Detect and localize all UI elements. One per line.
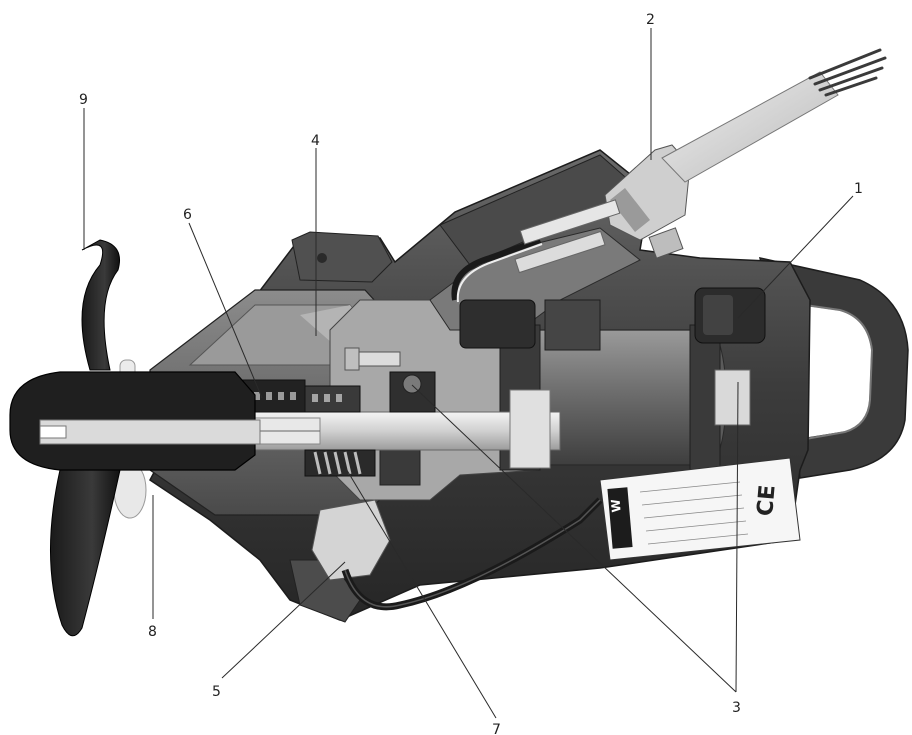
bearing-front — [389, 371, 436, 413]
ce-mark: CE — [753, 484, 781, 517]
callout-9: 9 — [79, 92, 88, 108]
spring-seal-lower — [304, 449, 376, 477]
callout-1: 1 — [854, 181, 863, 197]
brand-logo-text: W — [608, 499, 623, 513]
cable-inlet — [514, 48, 887, 274]
callout-7: 7 — [492, 722, 501, 735]
callout-2: 2 — [646, 12, 655, 28]
callout-3: 3 — [732, 700, 741, 716]
callout-labels: 1 2 3 4 5 6 7 8 9 — [79, 12, 863, 735]
leader-5 — [221, 561, 346, 679]
leader-6 — [188, 222, 263, 399]
cable-chamber — [429, 227, 641, 351]
leader-3a — [411, 384, 737, 693]
rating-plate: W CE — [599, 457, 801, 561]
callout-6: 6 — [183, 207, 192, 223]
handle — [758, 257, 909, 479]
terminal-block — [694, 287, 766, 344]
leader-7 — [338, 456, 497, 719]
motor-stator — [499, 324, 727, 471]
leader-3b — [735, 381, 739, 693]
propeller — [9, 239, 261, 637]
leader-lines — [83, 28, 854, 719]
callout-8: 8 — [148, 624, 157, 640]
callout-4: 4 — [311, 133, 320, 149]
callout-5: 5 — [212, 684, 221, 700]
casting-bolt — [344, 347, 401, 371]
leader-1 — [737, 195, 854, 319]
